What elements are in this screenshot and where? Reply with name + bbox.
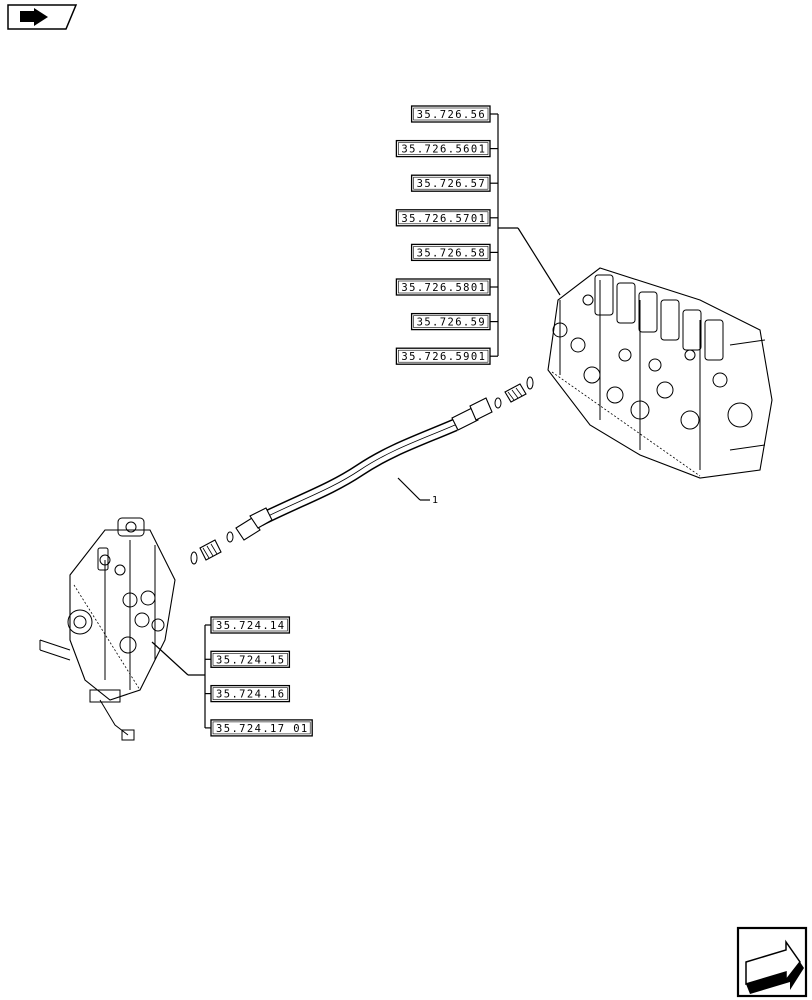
reference-box-lower-3[interactable]: 35.724.17 01: [210, 719, 313, 737]
hydraulic-hose: [235, 397, 493, 541]
arrow-right-flag-icon[interactable]: [7, 4, 78, 30]
reference-box-lower-0[interactable]: 35.724.14: [210, 616, 291, 634]
loader-valve-assembly: [39, 517, 176, 741]
reference-box-upper-1[interactable]: 35.726.5601: [395, 139, 491, 158]
reference-box-upper-label: 35.726.58: [417, 247, 487, 259]
reference-box-upper-label: 35.726.5601: [401, 144, 486, 156]
upper-fitting: [494, 376, 534, 409]
reference-box-upper-label: 35.726.56: [417, 109, 487, 121]
reference-box-upper-7[interactable]: 35.726.5901: [395, 347, 491, 365]
reference-box-upper-label: 35.726.5901: [401, 351, 486, 363]
reference-box-lower-2[interactable]: 35.724.16: [210, 684, 291, 703]
reference-box-upper-2[interactable]: 35.726.57: [410, 174, 491, 192]
reference-box-upper-0[interactable]: 35.726.56: [410, 105, 491, 123]
reference-box-upper-6[interactable]: 35.726.59: [410, 312, 491, 331]
callout-label-hose: 1: [432, 495, 438, 506]
lower-reference-list: 35.724.14 35.724.15 35.724.16 35.724.17 01: [151, 616, 313, 737]
reference-box-lower-label: 35.724.17 01: [216, 723, 309, 735]
reference-box-upper-4[interactable]: 35.726.58: [410, 243, 491, 262]
reference-box-lower-1[interactable]: 35.724.15: [210, 650, 291, 668]
reference-box-upper-label: 35.726.5801: [401, 282, 486, 294]
reference-box-upper-label: 35.726.57: [417, 178, 487, 190]
reference-box-upper-label: 35.726.59: [417, 317, 487, 329]
lower-fitting: [190, 531, 234, 565]
reference-box-lower-label: 35.724.16: [216, 689, 286, 701]
reference-box-upper-5[interactable]: 35.726.5801: [395, 278, 491, 296]
next-page-arrow-icon[interactable]: [736, 926, 808, 998]
reference-box-lower-label: 35.724.14: [216, 620, 286, 632]
reference-box-upper-label: 35.726.5701: [401, 213, 486, 225]
upper-reference-list: 35.726.56 35.726.5601 35.726.57 35.726.5701…: [395, 105, 561, 365]
reference-box-upper-3[interactable]: 35.726.5701: [395, 209, 491, 227]
control-valve-assembly: [547, 267, 773, 479]
reference-box-lower-label: 35.724.15: [216, 654, 286, 666]
